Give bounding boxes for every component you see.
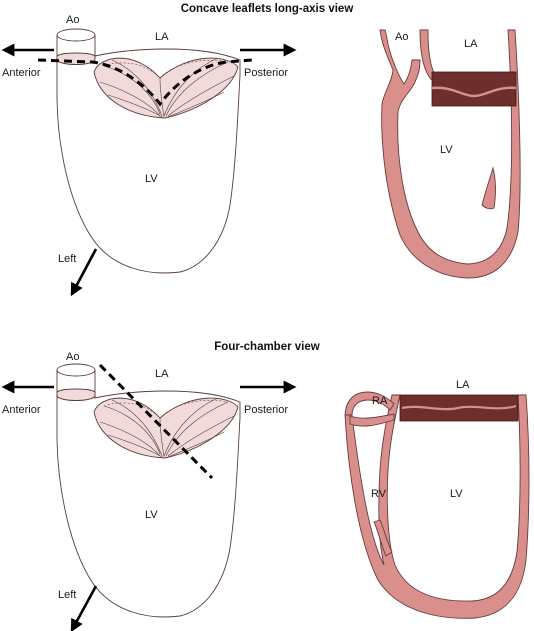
top-echo-label-ao: Ao <box>395 31 408 43</box>
bottom-echo-leaflets <box>401 404 517 411</box>
bottom-echo-ra-wall <box>344 391 395 416</box>
bottom-aortic-ring <box>56 388 96 401</box>
bottom-echo-label-ra: RA <box>372 395 388 407</box>
bottom-label-la: LA <box>155 368 169 380</box>
top-label-lv: LV <box>145 173 158 185</box>
top-label-posterior: Posterior <box>244 67 288 79</box>
top-echo-label-la: LA <box>464 38 478 50</box>
bottom-heart-schematic: Ao LA Anterior Posterior LV Left <box>1 351 297 631</box>
bottom-left-arrow <box>70 585 98 631</box>
top-echo-label-lv: LV <box>440 144 453 156</box>
top-echo-myocardium <box>379 29 521 279</box>
top-label-ao: Ao <box>66 14 79 26</box>
bottom-echo-moderator-band <box>373 519 393 557</box>
bottom-mitral-valve <box>93 397 239 459</box>
bottom-dashed-cut <box>98 363 214 480</box>
bottom-echo-label-la: LA <box>456 379 470 391</box>
top-heart-schematic: Ao LA Anterior Posterior LV Left <box>1 14 297 297</box>
bottom-label-ao: Ao <box>66 351 79 363</box>
bottom-title: Four-chamber view <box>214 341 319 353</box>
bottom-echo-myocardium <box>344 394 530 619</box>
bottom-echo-four-chamber: RA LA RV LV <box>344 379 530 619</box>
bottom-label-posterior: Posterior <box>244 404 288 416</box>
top-mitral-valve <box>93 57 239 119</box>
bottom-label-lv: LV <box>145 509 158 521</box>
bottom-echo-label-rv: RV <box>371 488 387 500</box>
bottom-echo-label-lv: LV <box>450 488 463 500</box>
top-echo-long-axis: Ao LA LV <box>379 29 521 279</box>
top-label-left: Left <box>58 253 76 265</box>
top-echo-leaflets <box>431 86 517 98</box>
top-aortic-ring <box>56 52 96 65</box>
bottom-aorta-top <box>56 363 96 377</box>
top-echo-papillary <box>481 166 496 210</box>
top-aorta-top <box>56 28 96 42</box>
top-label-la: LA <box>155 31 169 43</box>
top-label-anterior: Anterior <box>2 67 41 79</box>
top-title: Concave leaflets long-axis view <box>181 3 354 15</box>
bottom-label-left: Left <box>58 589 76 601</box>
top-left-arrow <box>70 248 98 297</box>
bottom-label-anterior: Anterior <box>2 404 41 416</box>
top-dashed-cut <box>37 58 253 107</box>
bottom-echo-tricuspid <box>349 413 395 427</box>
